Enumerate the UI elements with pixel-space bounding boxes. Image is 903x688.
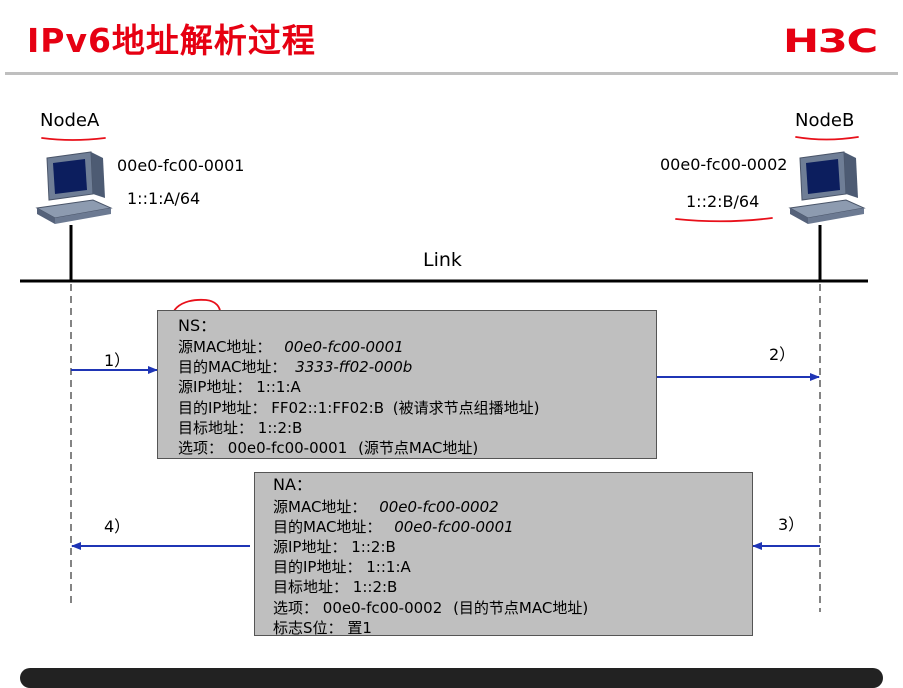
ns-target-row: 目标地址： 1::2:B bbox=[178, 418, 302, 438]
step-3-label: 3） bbox=[778, 515, 805, 534]
na-option-note: (目的节点MAC地址) bbox=[453, 599, 589, 617]
computer-a-icon bbox=[35, 151, 113, 224]
slide-title: IPv6地址解析过程 bbox=[27, 21, 316, 60]
ns-option-value: 00e0-fc00-0001 bbox=[227, 439, 348, 457]
na-src-ip-label: 源IP地址： bbox=[273, 538, 347, 556]
na-src-mac-label: 源MAC地址： bbox=[273, 498, 367, 516]
underline-node-b bbox=[795, 136, 859, 141]
na-flag-label: 标志S位： bbox=[273, 619, 343, 637]
na-src-ip-value: 1::2:B bbox=[351, 538, 396, 556]
ns-message-box: NS： 源MAC地址： 00e0-fc00-0001 目的MAC地址： 3333… bbox=[157, 310, 657, 459]
na-target-value: 1::2:B bbox=[352, 578, 398, 596]
na-option-value: 00e0-fc00-0002 bbox=[322, 599, 443, 617]
ns-target-value: 1::2:B bbox=[257, 419, 303, 437]
ns-target-label: 目标地址： bbox=[178, 419, 254, 437]
na-flag-row: 标志S位： 置1 bbox=[273, 618, 372, 638]
na-message-box: NA： 源MAC地址： 00e0-fc00-0002 目的MAC地址： 00e0… bbox=[254, 472, 753, 638]
node-a-mac: 00e0-fc00-0001 bbox=[117, 156, 245, 175]
node-a-label: NodeA bbox=[40, 110, 100, 131]
na-src-ip-row: 源IP地址： 1::2:B bbox=[273, 537, 396, 557]
computer-b-icon bbox=[788, 151, 866, 224]
na-dst-ip-label: 目的IP地址： bbox=[273, 558, 362, 576]
ns-src-mac-value: 00e0-fc00-0001 bbox=[284, 338, 404, 356]
ns-src-mac-label: 源MAC地址： bbox=[178, 338, 272, 356]
ns-src-ip-value: 1::1:A bbox=[256, 378, 301, 396]
ns-dst-mac-value: 3333-ff02-000b bbox=[295, 358, 413, 376]
ns-src-ip-label: 源IP地址： bbox=[178, 378, 252, 396]
ns-dst-ip-row: 目的IP地址： FF02::1:FF02:B (被请求节点组播地址) bbox=[178, 398, 540, 418]
node-b-mac: 00e0-fc00-0002 bbox=[660, 155, 788, 174]
na-src-mac-value: 00e0-fc00-0002 bbox=[379, 498, 499, 516]
node-b-ip: 1::2:B/64 bbox=[686, 192, 760, 211]
ns-header: NS： bbox=[178, 316, 217, 335]
ns-option-row: 选项： 00e0-fc00-0001 (源节点MAC地址) bbox=[178, 438, 478, 458]
header-divider bbox=[5, 72, 898, 75]
underline-node-b-ip bbox=[675, 217, 773, 223]
na-option-label: 选项： bbox=[273, 599, 319, 617]
ns-dst-ip-label: 目的IP地址： bbox=[178, 399, 267, 417]
ns-option-label: 选项： bbox=[178, 439, 224, 457]
step-1-label: 1） bbox=[104, 351, 131, 370]
ns-option-note: (源节点MAC地址) bbox=[358, 439, 479, 457]
step-4-label: 4） bbox=[104, 517, 131, 536]
ns-src-ip-row: 源IP地址： 1::1:A bbox=[178, 377, 301, 397]
step-2-label: 2） bbox=[769, 345, 796, 364]
bottom-frame-bar bbox=[20, 668, 883, 688]
link-label: Link bbox=[423, 249, 462, 271]
ns-dst-ip-value: FF02::1:FF02:B bbox=[271, 399, 384, 417]
na-dst-ip-row: 目的IP地址： 1::1:A bbox=[273, 557, 411, 577]
h3c-logo: H3C bbox=[783, 22, 878, 60]
ns-dst-mac-row: 目的MAC地址： 3333-ff02-000b bbox=[178, 357, 412, 377]
na-dst-mac-label: 目的MAC地址： bbox=[273, 518, 382, 536]
na-dst-ip-value: 1::1:A bbox=[366, 558, 411, 576]
ns-src-mac-row: 源MAC地址： 00e0-fc00-0001 bbox=[178, 337, 404, 357]
na-flag-value: 置1 bbox=[347, 619, 372, 637]
underline-node-a bbox=[41, 137, 106, 141]
na-target-label: 目标地址： bbox=[273, 578, 349, 596]
ns-dst-ip-note: (被请求节点组播地址) bbox=[392, 399, 540, 417]
node-b-label: NodeB bbox=[795, 110, 855, 131]
node-a-ip: 1::1:A/64 bbox=[127, 189, 201, 208]
na-dst-mac-value: 00e0-fc00-0001 bbox=[394, 518, 514, 536]
na-header: NA： bbox=[273, 475, 312, 494]
na-option-row: 选项： 00e0-fc00-0002 (目的节点MAC地址) bbox=[273, 598, 588, 618]
na-target-row: 目标地址： 1::2:B bbox=[273, 577, 397, 597]
ns-dst-mac-label: 目的MAC地址： bbox=[178, 358, 287, 376]
na-src-mac-row: 源MAC地址： 00e0-fc00-0002 bbox=[273, 497, 499, 517]
na-dst-mac-row: 目的MAC地址： 00e0-fc00-0001 bbox=[273, 517, 514, 537]
